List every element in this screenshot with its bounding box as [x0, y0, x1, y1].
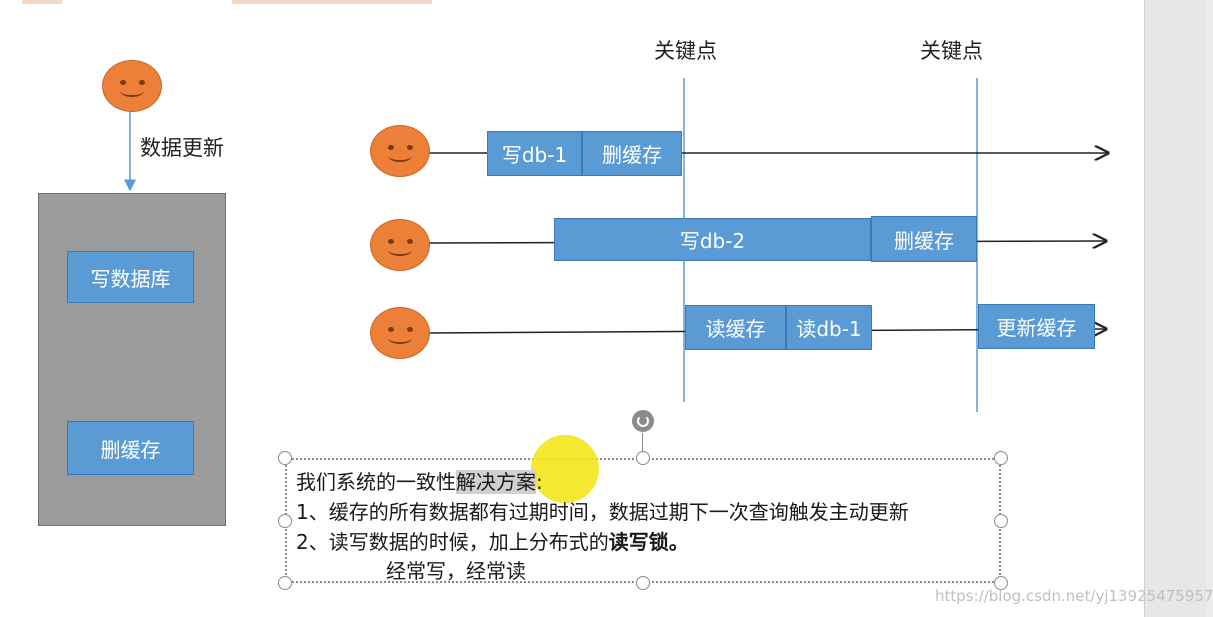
line3-text: 2、读写数据的时候，加上分布式的	[296, 530, 609, 554]
textbox-line-4: 经常写，经常读	[386, 559, 526, 583]
row2-delete-cache-box: 删缓存	[871, 216, 977, 262]
line1-colon: :	[536, 470, 543, 494]
right-side-panel	[1144, 0, 1206, 617]
keypoint-label-1: 关键点	[654, 39, 717, 63]
process-panel	[38, 193, 226, 526]
row1-delete-cache-box: 删缓存	[582, 131, 682, 176]
row3-read-cache-box: 读缓存	[685, 305, 786, 350]
row3-update-cache-box: 更新缓存	[978, 304, 1095, 349]
resize-handle-top-right[interactable]	[994, 451, 1008, 465]
row1-write-db-box: 写db-1	[487, 131, 582, 176]
resize-handle-right[interactable]	[994, 514, 1008, 528]
textbox-line-1: 我们系统的一致性解决方案:	[296, 466, 543, 495]
resize-handle-top[interactable]	[636, 451, 650, 465]
client-1-face-icon	[370, 125, 430, 177]
cursor-highlight	[531, 435, 599, 503]
ghost-text-fragment	[232, 0, 432, 4]
write-db-box: 写数据库	[67, 251, 194, 303]
client-2-face-icon	[370, 219, 430, 271]
watermark-url: https://blog.csdn.net/yj13925475957	[935, 587, 1213, 605]
rotate-handle-icon[interactable]	[630, 408, 656, 434]
row2-write-db-box: 写db-2	[554, 218, 871, 261]
textbox-line-2: 1、缓存的所有数据都有过期时间，数据过期下一次查询触发主动更新	[296, 500, 909, 524]
ghost-text-fragment	[22, 0, 62, 4]
resize-handle-left[interactable]	[278, 514, 292, 528]
resize-handle-bottom[interactable]	[636, 576, 650, 590]
delete-cache-box: 删缓存	[67, 421, 194, 475]
rotate-handle-stem	[642, 433, 643, 458]
line3-bold: 读写锁。	[608, 530, 689, 554]
keypoint-label-2: 关键点	[920, 39, 983, 63]
resize-handle-top-left[interactable]	[278, 451, 292, 465]
slide-canvas: 数据更新 写数据库 删缓存 关键点 关键点 写db-1 删缓存 写db-2 删缓…	[0, 0, 1144, 617]
resize-handle-bottom-right[interactable]	[994, 576, 1008, 590]
update-label: 数据更新	[140, 136, 224, 160]
resize-handle-bottom-left[interactable]	[278, 576, 292, 590]
client-3-face-icon	[370, 307, 430, 359]
line1-highlight: 解决方案	[456, 470, 536, 494]
textbox-line-3: 2、读写数据的时候，加上分布式的读写锁。	[296, 526, 689, 555]
line1-text: 我们系统的一致性	[296, 470, 456, 494]
user-face-icon	[102, 60, 162, 112]
row3-read-db-box: 读db-1	[786, 305, 872, 350]
